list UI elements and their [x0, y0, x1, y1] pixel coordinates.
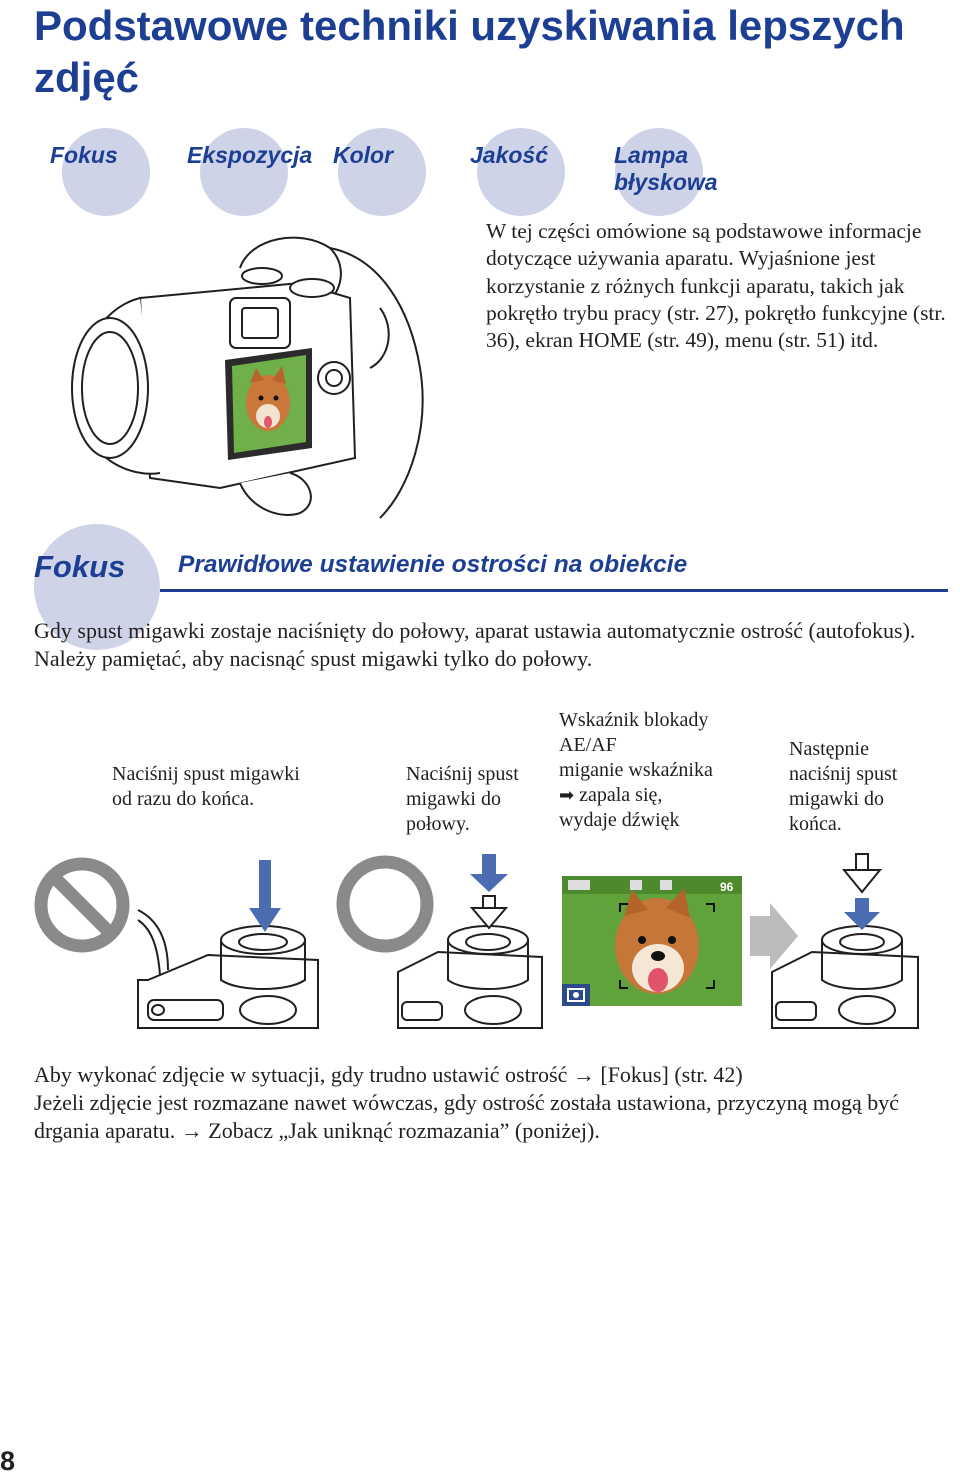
arrow-right-icon: ➡	[559, 785, 575, 806]
section-label: Fokus	[34, 549, 126, 584]
topic-flash: Lampa błyskowa	[614, 142, 718, 195]
intro-text: W tej części omówione są podstawowe info…	[486, 219, 946, 353]
indicator-line-3: miganie wskaźnika	[559, 759, 713, 781]
section-title: Prawidłowe ustawienie ostrości na obiekc…	[178, 551, 688, 578]
caption-wrong: Naciśnij spust migawki od razu do końca.	[112, 763, 300, 810]
shutter-diagram-wrong	[137, 860, 319, 1029]
caption-full: Następnie naciśnij spust migawki do końc…	[789, 738, 898, 835]
topic-circle	[200, 128, 288, 216]
lcd-preview: 96	[562, 876, 742, 1006]
topic-circle	[615, 128, 703, 216]
caption-indicator: Wskaźnik blokady AE/AF miganie wskaźnika…	[559, 708, 759, 833]
page-title: Podstawowe techniki uzyskiwania lepszych…	[34, 2, 905, 101]
topic-focus: Fokus	[50, 142, 118, 168]
caption-half: Naciśnij spust migawki do połowy.	[406, 763, 519, 835]
section-body: Gdy spust migawki zostaje naciśnięty do …	[34, 618, 916, 671]
lcd-shot-count: 96	[720, 880, 734, 894]
indicator-line-4: ➡ zapala się,	[559, 784, 663, 806]
footer-line-1: Aby wykonać zdjęcie w sytuacji, gdy trud…	[34, 1062, 743, 1087]
section-rule	[160, 589, 948, 592]
indicator-line-1: Wskaźnik blokady	[559, 709, 709, 731]
shutter-diagram-half	[397, 854, 543, 1029]
footer-line-2: Jeżeli zdjęcie jest rozmazane nawet wówc…	[34, 1090, 899, 1143]
shutter-diagram-full	[771, 853, 919, 1029]
camera-illustration	[71, 236, 424, 519]
topic-circle	[62, 128, 150, 216]
ok-circle-icon	[336, 855, 434, 953]
prohibited-icon	[34, 857, 130, 953]
topic-color: Kolor	[333, 142, 394, 168]
topic-circle	[338, 128, 426, 216]
indicator-line-2: AE/AF	[559, 734, 617, 756]
topic-quality: Jakość	[470, 142, 549, 168]
topic-exposure: Ekspozycja	[187, 142, 313, 168]
next-step-arrow-icon	[750, 903, 798, 969]
indicator-line-5: wydaje dźwięk	[559, 809, 680, 831]
section-circle	[34, 524, 160, 650]
page-number: 8	[0, 1446, 16, 1476]
topic-circle	[477, 128, 565, 216]
